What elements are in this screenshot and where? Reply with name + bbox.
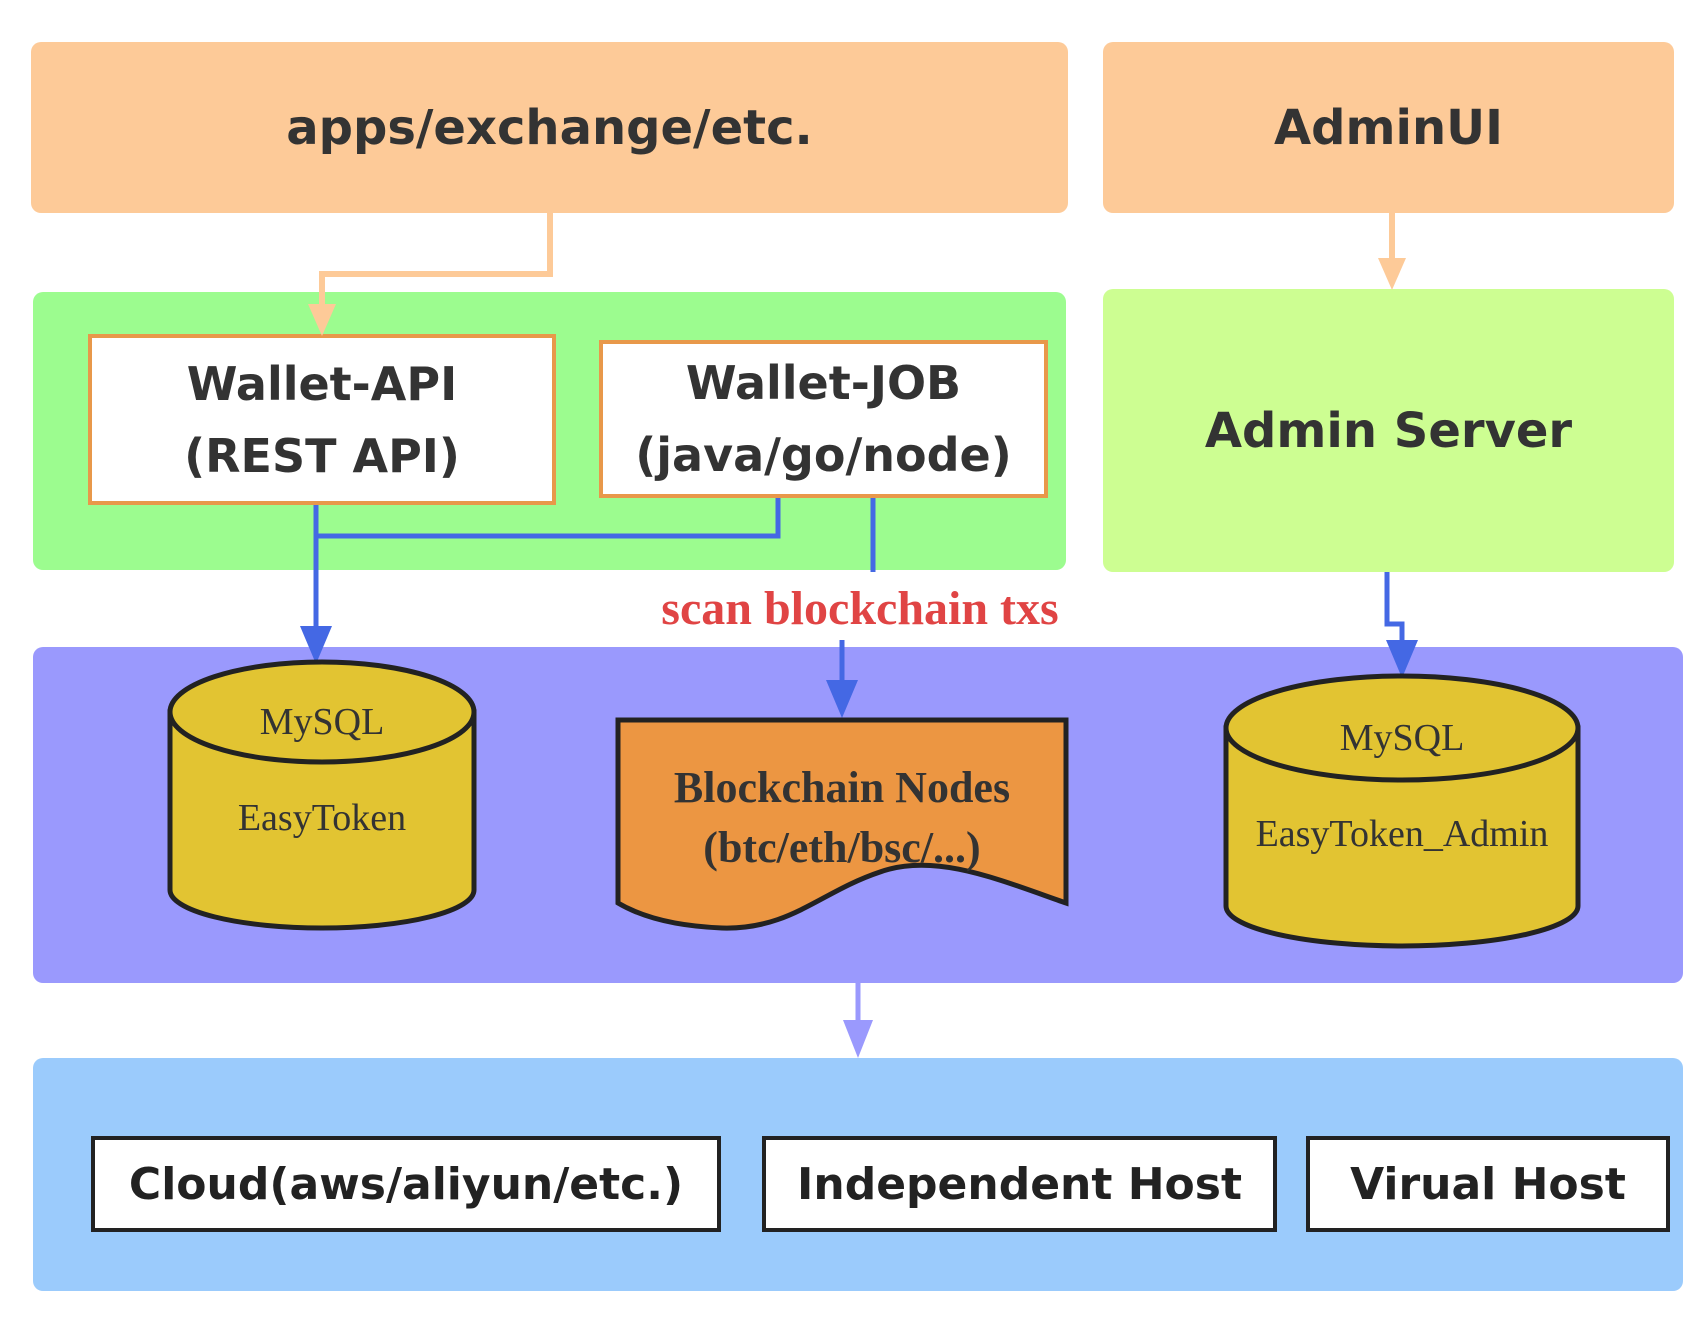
db-easytoken-cylinder: MySQL EasyToken <box>167 659 477 931</box>
wallet-api-to-db-arrowhead <box>300 626 332 664</box>
host-cloud-label: Cloud(aws/aliyun/etc.) <box>128 1158 684 1210</box>
admin-ui-to-admin-server-arrowhead <box>1378 258 1406 290</box>
admin-ui-region: AdminUI <box>1103 42 1674 213</box>
admin-ui-label: AdminUI <box>1274 99 1503 156</box>
apps-to-wallet-api-arrowhead <box>308 304 336 336</box>
host-virtual: Virual Host <box>1306 1136 1670 1232</box>
db-admin-engine: MySQL <box>1340 717 1465 759</box>
apps-to-wallet-api-connector <box>319 213 553 318</box>
storage-to-infra-arrowhead <box>843 1020 873 1058</box>
admin-server-label: Admin Server <box>1204 402 1573 459</box>
host-virtual-label: Virual Host <box>1350 1158 1626 1210</box>
host-independent-label: Independent Host <box>797 1158 1242 1210</box>
admin-server-to-db-connector <box>1384 572 1405 650</box>
host-independent: Independent Host <box>762 1136 1277 1232</box>
admin-server-region: Admin Server <box>1103 289 1674 572</box>
blockchain-nodes-shape: Blockchain Nodes (btc/eth/bsc/...) <box>615 717 1069 931</box>
wallet-job-to-db-connector <box>316 498 781 539</box>
apps-region: apps/exchange/etc. <box>31 42 1068 213</box>
apps-label: apps/exchange/etc. <box>286 99 813 156</box>
db-admin-name: EasyToken_Admin <box>1256 813 1549 855</box>
scan-annotation: scan blockchain txs <box>661 582 1058 635</box>
wallet-job-title: Wallet-JOB <box>685 356 962 410</box>
wallet-api-title: Wallet-API <box>186 356 458 411</box>
wallet-job-card: Wallet-JOB (java/go/node) <box>599 340 1048 498</box>
wallet-api-subtitle: (REST API) <box>184 428 460 483</box>
blockchain-nodes-title: Blockchain Nodes <box>674 763 1010 812</box>
wallet-job-subtitle: (java/go/node) <box>635 428 1012 482</box>
blockchain-nodes-subtitle: (btc/eth/bsc/...) <box>703 823 980 872</box>
admin-server-to-db-arrowhead <box>1386 640 1418 678</box>
scan-to-nodes-arrowhead <box>826 680 858 718</box>
host-cloud: Cloud(aws/aliyun/etc.) <box>91 1136 721 1232</box>
db-easytoken-engine: MySQL <box>260 701 385 743</box>
db-easytoken-name: EasyToken <box>238 797 406 839</box>
db-admin-cylinder: MySQL EasyToken_Admin <box>1223 673 1581 949</box>
